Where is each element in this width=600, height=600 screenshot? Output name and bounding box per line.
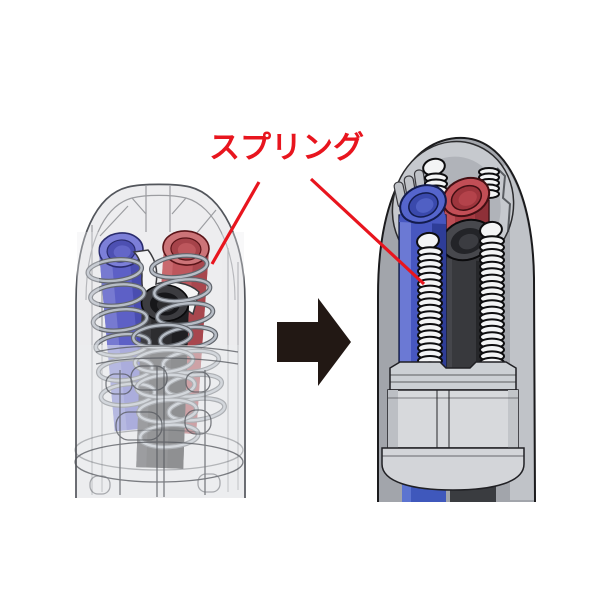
callout-line-left [210, 181, 261, 265]
spring-coil-loop [86, 258, 143, 283]
callout-lines [210, 177, 426, 286]
spring-coil-loop [156, 301, 215, 327]
left-pen-mechanism-wireframe [74, 345, 244, 497]
spring-coil-loop [153, 278, 212, 303]
left-pen-outline [75, 183, 246, 498]
holder-body [387, 389, 519, 449]
right-pen-cut-edge [496, 167, 512, 233]
right-pen-barrel-highlight [500, 165, 534, 500]
callout-line-right [309, 177, 426, 286]
left-pen-ghost-view [74, 183, 246, 498]
blue-refill-highlight [402, 470, 411, 502]
holder-flange [381, 447, 525, 491]
holder-body-shade-right [508, 390, 518, 448]
right-pen-cutaway-view [377, 136, 536, 503]
left-pen-glass-left [77, 232, 99, 345]
right-pen-holder [381, 361, 525, 491]
arrow-right-icon [277, 298, 351, 386]
right-pen-barrel-outline [377, 136, 536, 503]
spring-coil-loop [89, 283, 146, 308]
spring-label: スプリング [209, 130, 364, 166]
left-pen-glass-right [222, 232, 244, 345]
spring-coil-loop [91, 307, 149, 333]
holder-body-shade-left [388, 390, 398, 448]
spring-coil-loop [150, 254, 209, 279]
